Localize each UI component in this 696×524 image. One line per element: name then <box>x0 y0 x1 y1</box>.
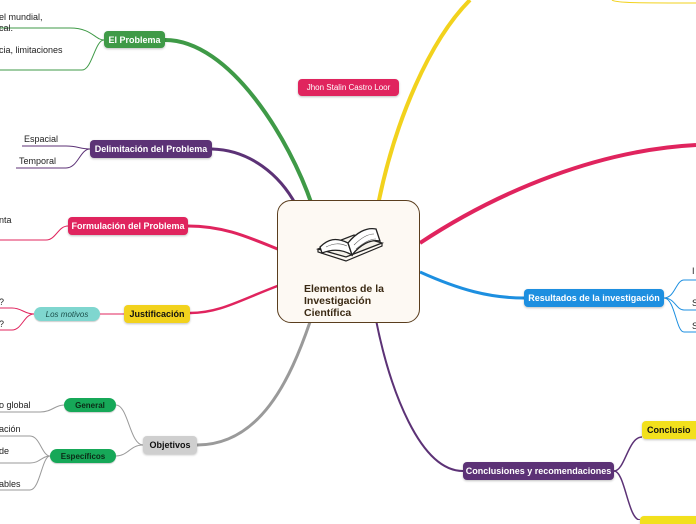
author-name: Jhon Stalin Castro Loor <box>307 83 391 92</box>
leaf-espacial: Espacial <box>24 134 58 145</box>
leaf-text: ables <box>0 479 21 490</box>
subtopic-general[interactable]: General <box>64 398 116 412</box>
branch-line-formulacion <box>188 226 280 250</box>
branch-line-problema <box>165 40 312 205</box>
topic-label: Formulación del Problema <box>71 221 184 231</box>
subtopic-label: Los motivos <box>46 310 89 319</box>
branch-line-crimson-right <box>420 145 696 243</box>
branch-line-resultados <box>420 272 524 298</box>
leaf-text: ación <box>0 424 21 435</box>
branch-line-delimitacion <box>212 149 296 205</box>
subtopic-label: General <box>75 401 105 410</box>
leaf-text: cia, limitaciones <box>0 45 63 56</box>
topic-label: Justificación <box>129 309 184 319</box>
topic-conclusiones[interactable]: Conclusiones y recomendaciones <box>463 462 614 480</box>
author-badge[interactable]: Jhon Stalin Castro Loor <box>298 79 399 96</box>
leaf-text: S <box>692 321 696 332</box>
open-book-icon <box>314 219 386 267</box>
leaf-text: ? <box>0 319 4 330</box>
subtopic-conclusiones[interactable]: Conclusio <box>642 421 696 439</box>
subtopic-label: Conclusio <box>647 425 691 435</box>
subtopic-especificos[interactable]: Específicos <box>50 449 116 463</box>
leaf-text: ? <box>0 297 4 308</box>
leaf-temporal: Temporal <box>19 156 56 167</box>
topic-label: Delimitación del Problema <box>95 144 208 154</box>
subtopic-label: Específicos <box>61 452 105 461</box>
leaf-text: nta <box>0 215 12 226</box>
topic-objetivos[interactable]: Objetivos <box>143 436 197 454</box>
subtopic-los-motivos[interactable]: Los motivos <box>34 307 100 321</box>
leaf-text: de <box>0 446 9 457</box>
central-topic[interactable]: Elementos de la Investigación Científica <box>277 200 420 323</box>
topic-resultados[interactable]: Resultados de la investigación <box>524 289 664 307</box>
central-topic-title: Elementos de la Investigación Científica <box>304 283 384 319</box>
topic-formulacion[interactable]: Formulación del Problema <box>68 217 188 235</box>
topic-label: Resultados de la investigación <box>528 293 660 303</box>
topic-justificacion[interactable]: Justificación <box>124 305 190 323</box>
leaf-text: I <box>692 266 695 277</box>
branch-line-yellow-top <box>378 0 470 205</box>
leaf-text: S <box>692 298 696 309</box>
leaf-text: cal. <box>0 23 13 34</box>
topic-label: El Problema <box>108 35 160 45</box>
topic-delimitacion[interactable]: Delimitación del Problema <box>90 140 212 158</box>
leaf-text: o global <box>0 400 31 411</box>
branch-line-justificacion <box>190 285 280 313</box>
topic-el-problema[interactable]: El Problema <box>104 31 165 48</box>
topic-label: Conclusiones y recomendaciones <box>466 466 612 476</box>
branch-line-conclusiones <box>376 320 463 471</box>
branch-line-objetivos <box>197 322 310 445</box>
leaf-text: el mundial, <box>0 12 43 23</box>
topic-label: Objetivos <box>149 440 190 450</box>
subtopic-recomendaciones-fragment[interactable] <box>640 516 696 524</box>
